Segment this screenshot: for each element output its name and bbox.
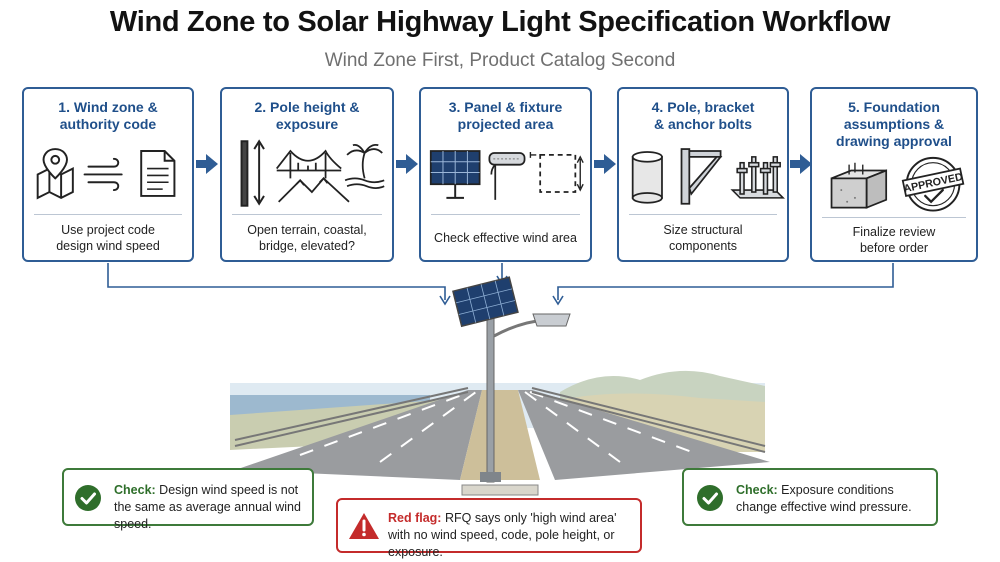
- approved-stamp-icon: APPROVED: [901, 156, 965, 212]
- solar-street-light: [452, 276, 571, 496]
- red-flag-text: Red flag: RFQ says only 'high wind area'…: [388, 510, 638, 561]
- step-2-title: 2. Pole height & exposure: [254, 99, 360, 132]
- step-4-card: 4. Pole, bracket & anchor bolts Size str…: [617, 87, 789, 262]
- map-pin-icon: [36, 148, 74, 200]
- warning-triangle-icon: [349, 513, 379, 539]
- pole-section-icon: [631, 151, 663, 204]
- step-5-title: 5. Foundation assumptions & drawing appr…: [836, 99, 952, 149]
- wind-icon: [83, 157, 123, 192]
- step-1-title: 1. Wind zone & authority code: [58, 99, 158, 132]
- flow-arrow-3: [594, 154, 616, 174]
- step-5-icons: APPROVED: [830, 156, 965, 212]
- step-2-divider: [232, 214, 382, 215]
- check-callout-right: Check: Exposure conditions change effect…: [682, 468, 938, 526]
- step-3-title: 3. Panel & fixture projected area: [448, 99, 563, 132]
- check-callout-left: Check: Design wind speed is not the same…: [62, 468, 314, 531]
- landscape-background: [230, 370, 765, 452]
- flow-arrow-4: [790, 154, 812, 174]
- concrete-foundation-icon: [830, 162, 888, 209]
- step-1-card: 1. Wind zone & authority code Use projec…: [22, 87, 194, 262]
- document-icon: [140, 150, 176, 197]
- connector-lines: [107, 263, 894, 306]
- solar-panel-icon: [429, 150, 481, 199]
- check-circle-icon: [75, 485, 101, 511]
- page-title: Wind Zone to Solar Highway Light Specifi…: [109, 6, 891, 38]
- step-3-card: 3. Panel & fixture projected area Check …: [419, 87, 592, 262]
- step-3-description: Check effective wind area: [434, 231, 577, 245]
- flow-arrow-1: [196, 154, 218, 174]
- red-flag-label: Red flag:: [388, 511, 442, 525]
- step-4-divider: [629, 214, 777, 215]
- page-subtitle: Wind Zone First, Product Catalog Second: [324, 50, 676, 71]
- anchor-bolts-icon: [730, 156, 785, 199]
- red-flag-callout: Red flag: RFQ says only 'high wind area'…: [336, 498, 642, 559]
- step-2-card: 2. Pole height & exposure Open terrain, …: [220, 87, 394, 262]
- bracket-icon: [680, 148, 723, 205]
- step-2-icons: [240, 139, 385, 207]
- projected-area-icon: [529, 151, 584, 193]
- mountain-icon: [278, 177, 350, 203]
- check-right-body: Exposure conditions change effective win…: [736, 483, 912, 514]
- height-measure-icon: [240, 139, 265, 207]
- step-2-description: Open terrain, coastal, bridge, elevated?: [247, 223, 367, 253]
- step-3-icons: [429, 150, 584, 200]
- step-5-card: 5. Foundation assumptions & drawing appr…: [810, 87, 978, 262]
- street-light-fixture-icon: [488, 152, 526, 200]
- step-1-icons: [36, 148, 176, 200]
- step-5-divider: [822, 217, 966, 218]
- check-right-text: Check: Exposure conditions change effect…: [736, 482, 932, 516]
- bridge-icon: [276, 149, 342, 179]
- red-flag-body: RFQ says only 'high wind area' with no w…: [388, 511, 617, 559]
- step-5-description: Finalize review before order: [852, 225, 936, 255]
- step-1-divider: [34, 214, 182, 215]
- check-circle-icon: [697, 485, 723, 511]
- step-3-divider: [431, 214, 580, 215]
- palm-tree-icon: [344, 143, 385, 190]
- flow-arrow-2: [396, 154, 418, 174]
- check-left-label: Check:: [114, 483, 156, 497]
- check-left-body: Design wind speed is not the same as ave…: [114, 483, 301, 531]
- check-left-text: Check: Design wind speed is not the same…: [114, 482, 310, 533]
- road: [235, 390, 770, 480]
- step-1-description: Use project code design wind speed: [56, 223, 160, 253]
- step-4-icons: [631, 148, 785, 205]
- step-4-title: 4. Pole, bracket & anchor bolts: [651, 99, 755, 132]
- guardrails: [234, 387, 766, 453]
- check-right-label: Check:: [736, 483, 778, 497]
- step-4-description: Size structural components: [663, 223, 743, 253]
